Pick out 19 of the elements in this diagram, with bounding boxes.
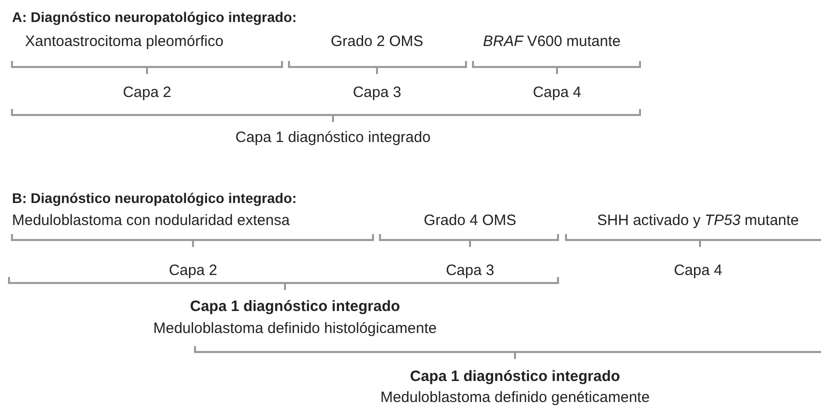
layer-label: Capa 4 (532, 84, 582, 102)
layer-label: Capa 3 (352, 84, 402, 102)
diagnosis-label: Meduloblastoma definido genéticamente (380, 389, 650, 406)
grade-label: Grado 4 OMS (424, 212, 516, 230)
molecular-label: SHH activado y TP53 mutante (597, 212, 799, 230)
grade-label: Grado 2 OMS (330, 33, 424, 50)
histology-label: Xantoastrocitoma pleomórfico (25, 33, 224, 50)
section-heading: A: Diagnóstico neuropatológico integrado: (12, 9, 297, 26)
layer-label: Capa 3 (446, 262, 494, 280)
layer-label: Capa 2 (122, 84, 172, 102)
diagnosis-heading: Capa 1 diagnóstico integrado (190, 298, 400, 316)
section-heading: B: Diagnóstico neuropatológico integrado: (12, 190, 297, 206)
diagnosis-label: Meduloblastoma definido histológicamente (153, 320, 437, 338)
layer-label: Capa 2 (168, 262, 218, 280)
layer-label: Capa 1 diagnóstico integrado (235, 129, 431, 146)
diagnosis-heading: Capa 1 diagnóstico integrado (410, 368, 620, 386)
layer-label: Capa 4 (674, 262, 722, 280)
histology-label: Meduloblastoma con nodularidad extensa (12, 212, 290, 230)
molecular-label: BRAF V600 mutante (483, 33, 621, 50)
